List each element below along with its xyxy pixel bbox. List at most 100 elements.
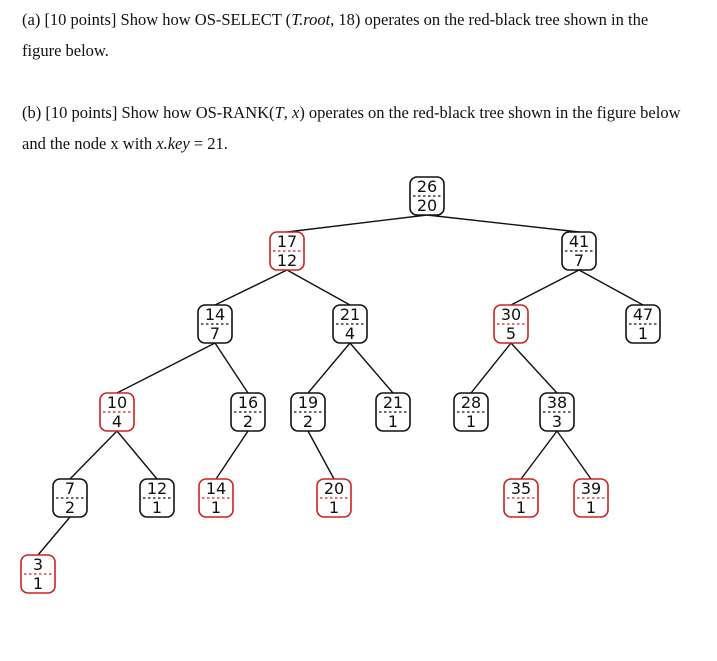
edge-n38-n35 (520, 430, 558, 480)
node-box (99, 392, 135, 432)
node-key: 16 (238, 393, 258, 412)
node-size: 1 (211, 498, 221, 517)
node-size: 1 (466, 412, 476, 431)
tree-edges (37, 214, 644, 556)
node-size: 2 (243, 412, 253, 431)
node-key: 7 (65, 479, 75, 498)
tree-node-35-red: 351 (503, 478, 539, 518)
node-box (290, 392, 326, 432)
node-key: 10 (107, 393, 127, 412)
node-box (332, 304, 368, 344)
edge-n21a-n21b (349, 342, 394, 394)
question-a-arg: T.root (291, 10, 331, 29)
question-b-text: (b) [10 points] Show how OS-RANK(T, x) o… (22, 97, 682, 159)
node-key: 39 (581, 479, 601, 498)
node-size: 20 (417, 196, 437, 215)
edge-n21a-n19 (307, 342, 351, 394)
tree-node-39-red: 391 (573, 478, 609, 518)
node-key: 14 (206, 479, 226, 498)
node-box (539, 392, 575, 432)
node-box (503, 478, 539, 518)
node-key: 38 (547, 393, 567, 412)
edge-n19-n20 (307, 430, 335, 480)
node-box (20, 554, 56, 594)
node-box (493, 304, 529, 344)
node-box (561, 231, 597, 271)
node-box (197, 304, 233, 344)
node-size: 1 (516, 498, 526, 517)
edge-n7-n3 (37, 516, 71, 556)
question-b-suffix: = 21. (189, 134, 228, 153)
question-b-arg-node: x (291, 103, 300, 122)
node-box (198, 478, 234, 518)
edge-n26-n41 (426, 214, 580, 233)
node-size: 1 (152, 498, 162, 517)
edge-n10-n7 (69, 430, 118, 480)
tree-nodes: 2620171241714721430547110416219221128138… (20, 176, 661, 594)
node-key: 17 (277, 232, 297, 251)
tree-node-12-black: 121 (139, 478, 175, 518)
node-key: 12 (147, 479, 167, 498)
edge-n41-n47 (578, 269, 644, 306)
node-box (409, 176, 445, 216)
question-b-separator: , (283, 103, 292, 122)
question-b-key-expr: x.key (156, 134, 190, 153)
tree-node-38-black: 383 (539, 392, 575, 432)
node-box (139, 478, 175, 518)
node-box (573, 478, 609, 518)
tree-node-28-black: 281 (453, 392, 489, 432)
node-size: 1 (586, 498, 596, 517)
node-box (625, 304, 661, 344)
node-key: 30 (501, 305, 521, 324)
node-key: 20 (324, 479, 344, 498)
node-size: 12 (277, 251, 297, 270)
node-key: 19 (298, 393, 318, 412)
tree-node-19-black: 192 (290, 392, 326, 432)
tree-node-30-red: 305 (493, 304, 529, 344)
question-a-suffix: , 18) operates on the red-black tree sho… (22, 10, 649, 60)
edge-n17-n14a (214, 269, 288, 306)
node-box (230, 392, 266, 432)
tree-node-41-black: 417 (561, 231, 597, 271)
node-key: 28 (461, 393, 481, 412)
node-key: 26 (417, 177, 437, 196)
tree-node-7-black: 72 (52, 478, 88, 518)
edge-n17-n21a (286, 269, 351, 306)
node-key: 3 (33, 555, 43, 574)
edge-n14a-n10 (116, 342, 216, 394)
edge-n14a-n16 (214, 342, 249, 394)
tree-node-47-black: 471 (625, 304, 661, 344)
node-key: 41 (569, 232, 589, 251)
tree-node-14-black: 147 (197, 304, 233, 344)
node-key: 21 (340, 305, 360, 324)
tree-node-21-black: 211 (375, 392, 411, 432)
tree-node-3-red: 31 (20, 554, 56, 594)
node-key: 14 (205, 305, 225, 324)
node-size: 4 (112, 412, 122, 431)
node-size: 5 (506, 324, 516, 343)
question-b-prefix: (b) [10 points] Show how OS-RANK( (22, 103, 275, 122)
question-b-middle: ) operates on the red-black tree shown i… (22, 103, 681, 153)
node-box (453, 392, 489, 432)
node-size: 2 (303, 412, 313, 431)
tree-node-21-black: 214 (332, 304, 368, 344)
edge-n30-n28 (470, 342, 512, 394)
node-key: 21 (383, 393, 403, 412)
node-box (269, 231, 305, 271)
edge-n10-n12 (116, 430, 158, 480)
node-size: 7 (210, 324, 220, 343)
node-size: 1 (388, 412, 398, 431)
edge-n26-n17 (286, 214, 428, 233)
tree-node-14-red: 141 (198, 478, 234, 518)
tree-node-10-red: 104 (99, 392, 135, 432)
node-box (316, 478, 352, 518)
question-a-prefix: (a) [10 points] Show how OS-SELECT ( (22, 10, 292, 29)
tree-node-20-red: 201 (316, 478, 352, 518)
node-box (52, 478, 88, 518)
node-size: 2 (65, 498, 75, 517)
node-key: 47 (633, 305, 653, 324)
edge-n41-n30 (510, 269, 580, 306)
